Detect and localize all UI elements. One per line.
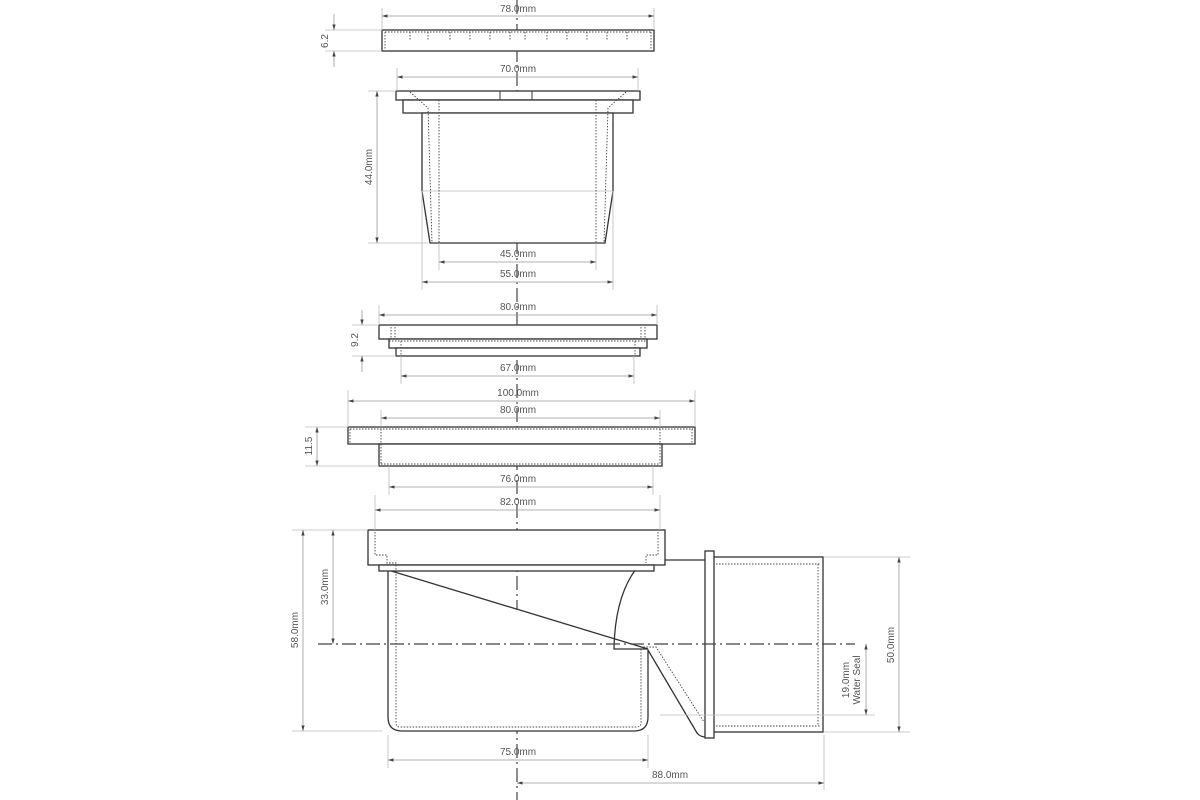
dim-9-2: 9.2 (350, 333, 361, 347)
dim-82: 82.0mm (500, 497, 536, 508)
dim-70: 70.0mm (500, 64, 536, 75)
trap-body-part (367, 529, 824, 739)
strainer-dims: 70.0mm 44.0mm 45.0mm 55.0mm (364, 64, 639, 290)
dim-33: 33.0mm (320, 569, 331, 605)
trap-body-dims: 82.0mm 58.0mm 33.0mm 75.0mm 88.0mm 50.0m… (290, 495, 910, 790)
grate-dims: 78.0mm 6.2 (320, 4, 655, 67)
strainer-cup-part (395, 90, 641, 244)
flange-dims: 100.0mm 80.0mm 11.5 76.0mm (304, 388, 696, 495)
dim-6-2: 6.2 (320, 34, 331, 48)
dim-19: 19.0mm (841, 662, 852, 698)
grate-part (381, 29, 655, 52)
dim-100: 100.0mm (497, 388, 539, 399)
dim-80a: 80.0mm (500, 302, 536, 313)
dim-67: 67.0mm (500, 363, 536, 374)
dim-75: 75.0mm (500, 747, 536, 758)
clamp-ring-part (378, 324, 658, 357)
dim-76: 76.0mm (500, 474, 536, 485)
dim-50: 50.0mm (886, 627, 897, 663)
dim-80b: 80.0mm (500, 405, 536, 416)
dim-55: 55.0mm (500, 269, 536, 280)
dim-11-5: 11.5 (304, 436, 315, 455)
dim-58: 58.0mm (290, 612, 301, 648)
dim-45: 45.0mm (500, 249, 536, 260)
clamp-ring-dims: 80.0mm 9.2 67.0mm (350, 302, 658, 384)
dim-78: 78.0mm (500, 4, 536, 15)
water-seal-label: Water Seal (852, 655, 863, 704)
dim-88: 88.0mm (652, 770, 688, 781)
flange-part (347, 426, 696, 467)
dim-44: 44.0mm (364, 149, 375, 185)
